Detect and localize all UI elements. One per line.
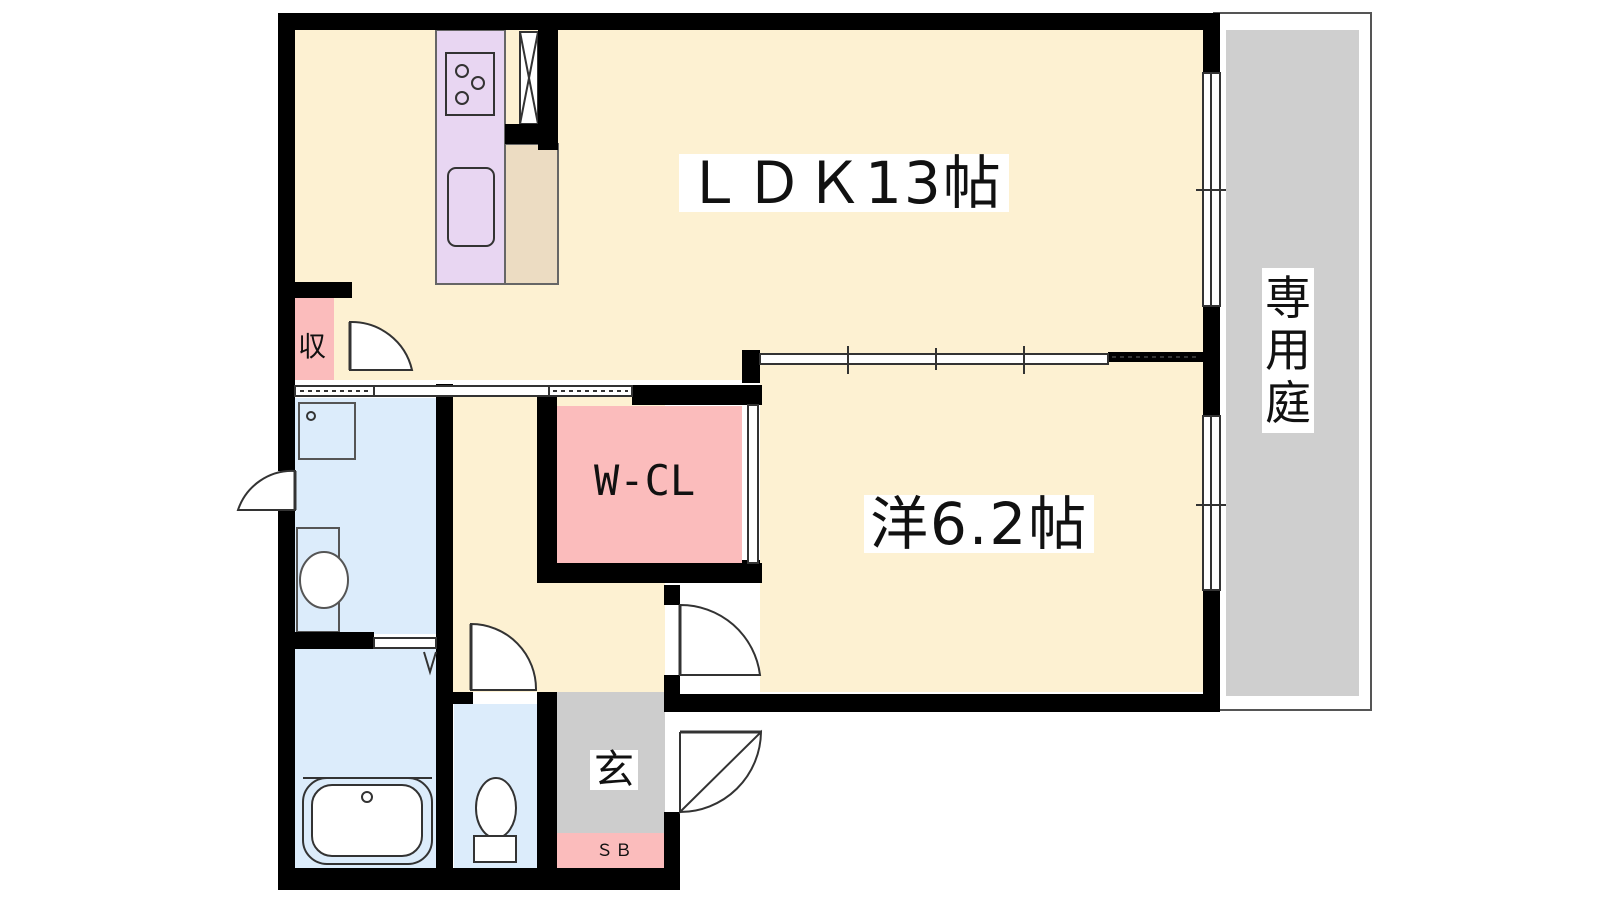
burner-icon: [455, 64, 469, 78]
washing-machine-pan: [298, 402, 356, 460]
stove: [445, 52, 495, 116]
entrance-label: 玄: [590, 750, 638, 790]
window-mullions: [1196, 73, 1226, 590]
storage-label: 収: [298, 330, 327, 363]
swing-doors: [236, 320, 763, 815]
wash-basin: [299, 551, 349, 609]
walk-in-closet-label: W-CL: [594, 456, 696, 505]
shoe-box: [557, 833, 665, 868]
sliding-door-dashes: [300, 356, 1198, 392]
bath-drain-icon: [361, 791, 373, 803]
counter-extension: [504, 143, 559, 285]
drain-icon: [306, 411, 316, 421]
shoe-box-label: ＳＢ: [596, 841, 634, 861]
closet-floor: [557, 406, 742, 564]
burner-icon: [471, 76, 485, 90]
toilet-tank: [473, 835, 517, 863]
door-leaves: [293, 322, 761, 734]
sliding-door-marks: [847, 346, 1025, 374]
kitchen-sink: [447, 167, 495, 247]
storage-floor: [295, 298, 334, 380]
walls: [278, 13, 1220, 890]
western-room-label: 洋6.2帖: [864, 495, 1095, 553]
burner-icon: [455, 91, 469, 105]
ldk-label: ＬＤＫ13帖: [679, 154, 1009, 212]
bathtub-inner: [311, 784, 423, 857]
toilet-bowl: [475, 777, 517, 839]
private-garden-label: 専用庭: [1262, 268, 1314, 434]
refrigerator-space-icon: [519, 31, 539, 125]
folding-door: [423, 651, 437, 676]
